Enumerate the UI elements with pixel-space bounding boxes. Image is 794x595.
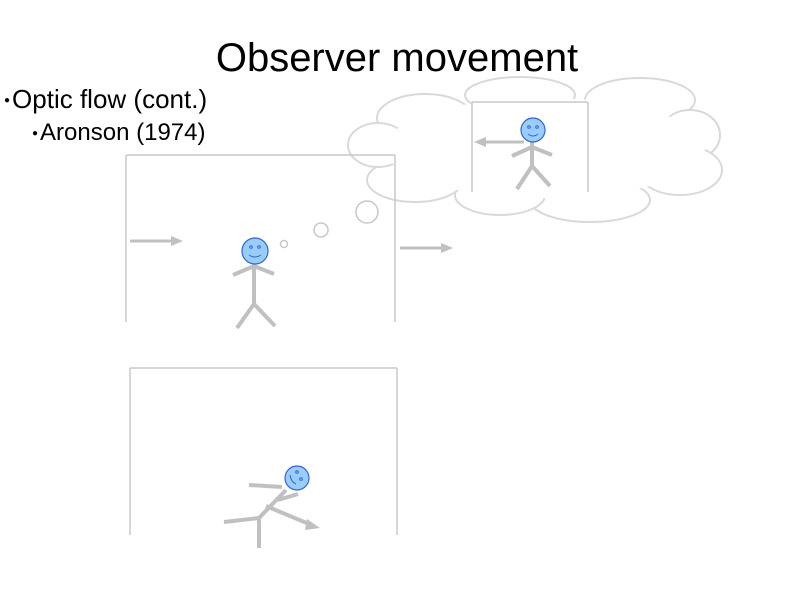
thought-bubble-small xyxy=(279,239,289,249)
bullet-aronson: ●Aronson (1974) xyxy=(32,118,205,149)
bullet-aronson-text: Aronson (1974) xyxy=(40,119,206,146)
bullet-optic-flow-text: Optic flow (cont.) xyxy=(12,84,208,114)
bullet-dot-icon: ● xyxy=(32,127,39,139)
thought-bubble-medium xyxy=(313,222,329,238)
thought-cloud-icon xyxy=(347,76,723,223)
arrow-right-icon xyxy=(130,236,183,246)
room-bottom xyxy=(129,367,398,535)
cloud-room xyxy=(471,101,589,192)
arrow-left-icon xyxy=(474,137,524,147)
slide-title: Observer movement xyxy=(215,36,579,80)
thought-bubble-large xyxy=(355,200,379,224)
room-top xyxy=(125,154,396,322)
bullet-dot-icon: ● xyxy=(4,95,11,107)
bullet-optic-flow: ●Optic flow (cont.) xyxy=(4,83,207,117)
arrow-right-icon xyxy=(400,243,453,253)
cloud-stick-figure-icon xyxy=(511,117,553,191)
falling-stick-figure-icon xyxy=(223,465,320,548)
standing-stick-figure-icon xyxy=(232,237,277,330)
